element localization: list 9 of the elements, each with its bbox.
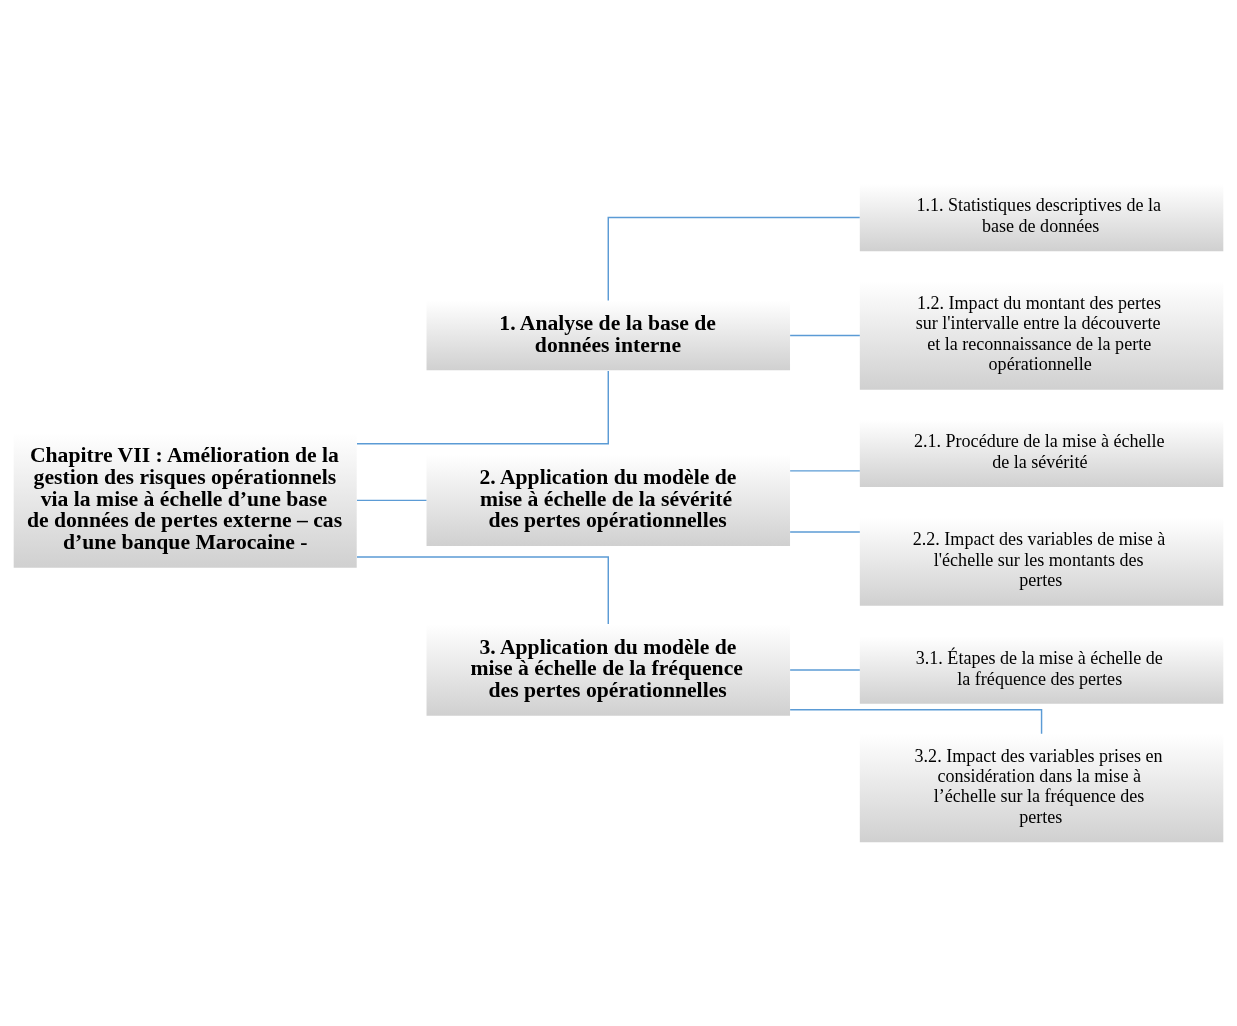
connector xyxy=(789,709,1043,735)
connector xyxy=(789,669,861,671)
connector xyxy=(607,216,861,302)
connector xyxy=(789,334,861,337)
connector xyxy=(789,531,861,533)
connector xyxy=(356,370,609,445)
connector xyxy=(789,470,861,472)
connector xyxy=(356,499,428,502)
connector xyxy=(356,556,609,625)
